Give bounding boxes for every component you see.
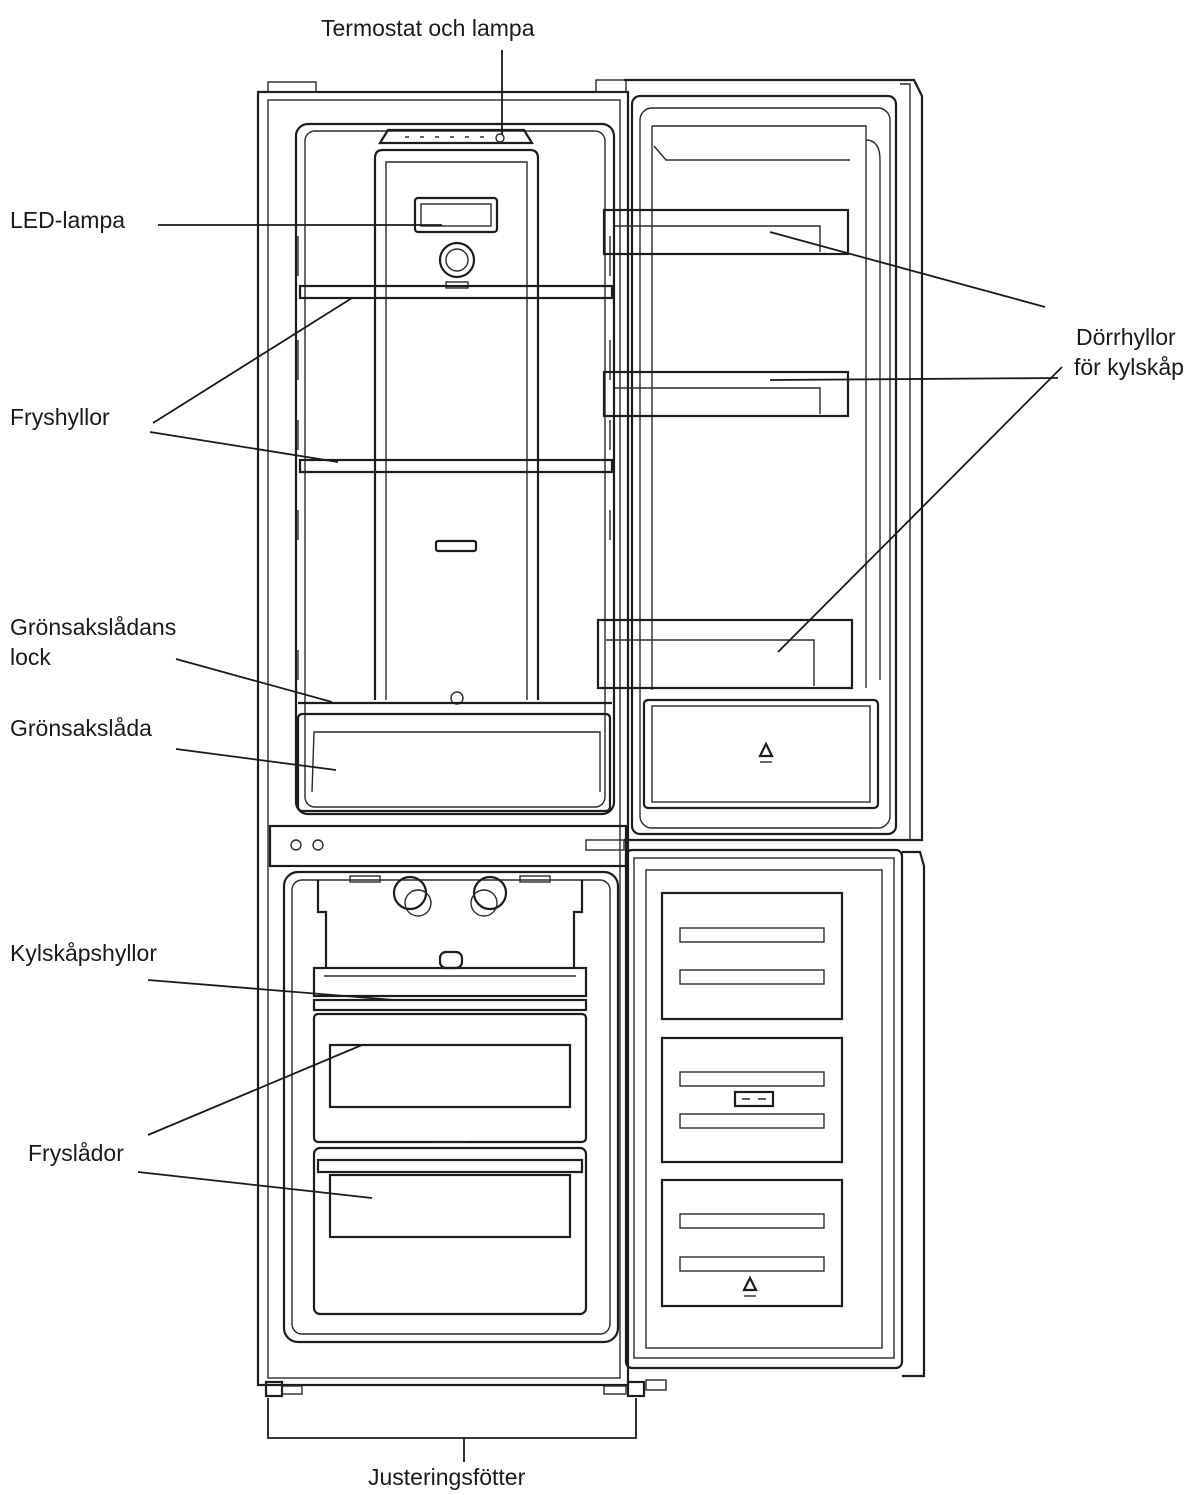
label-door-shelves-line1: Dörrhyllor <box>1076 324 1176 350</box>
leader-lines <box>137 50 1063 1462</box>
label-freezer-drawers: Fryslådor <box>28 1140 124 1166</box>
lower-door <box>624 848 926 1378</box>
upper-compartment <box>294 122 616 816</box>
label-door-shelves-line2: för kylskåp <box>1074 354 1184 380</box>
label-crisper-lid-line1: Grönsakslådans <box>10 614 177 640</box>
label-freezer-shelves: Fryshyllor <box>10 404 110 430</box>
cabinet <box>256 79 667 1398</box>
label-adjustable-feet: Justeringsfötter <box>368 1464 526 1490</box>
lower-compartment <box>282 870 620 1344</box>
label-crisper: Grönsakslåda <box>10 715 152 741</box>
label-fridge-shelves: Kylskåpshyllor <box>10 940 157 966</box>
label-thermostat: Termostat och lampa <box>321 15 535 41</box>
upper-door <box>596 78 924 842</box>
label-crisper-lid-line2: lock <box>10 644 51 670</box>
label-led-lamp: LED-lampa <box>10 207 126 233</box>
